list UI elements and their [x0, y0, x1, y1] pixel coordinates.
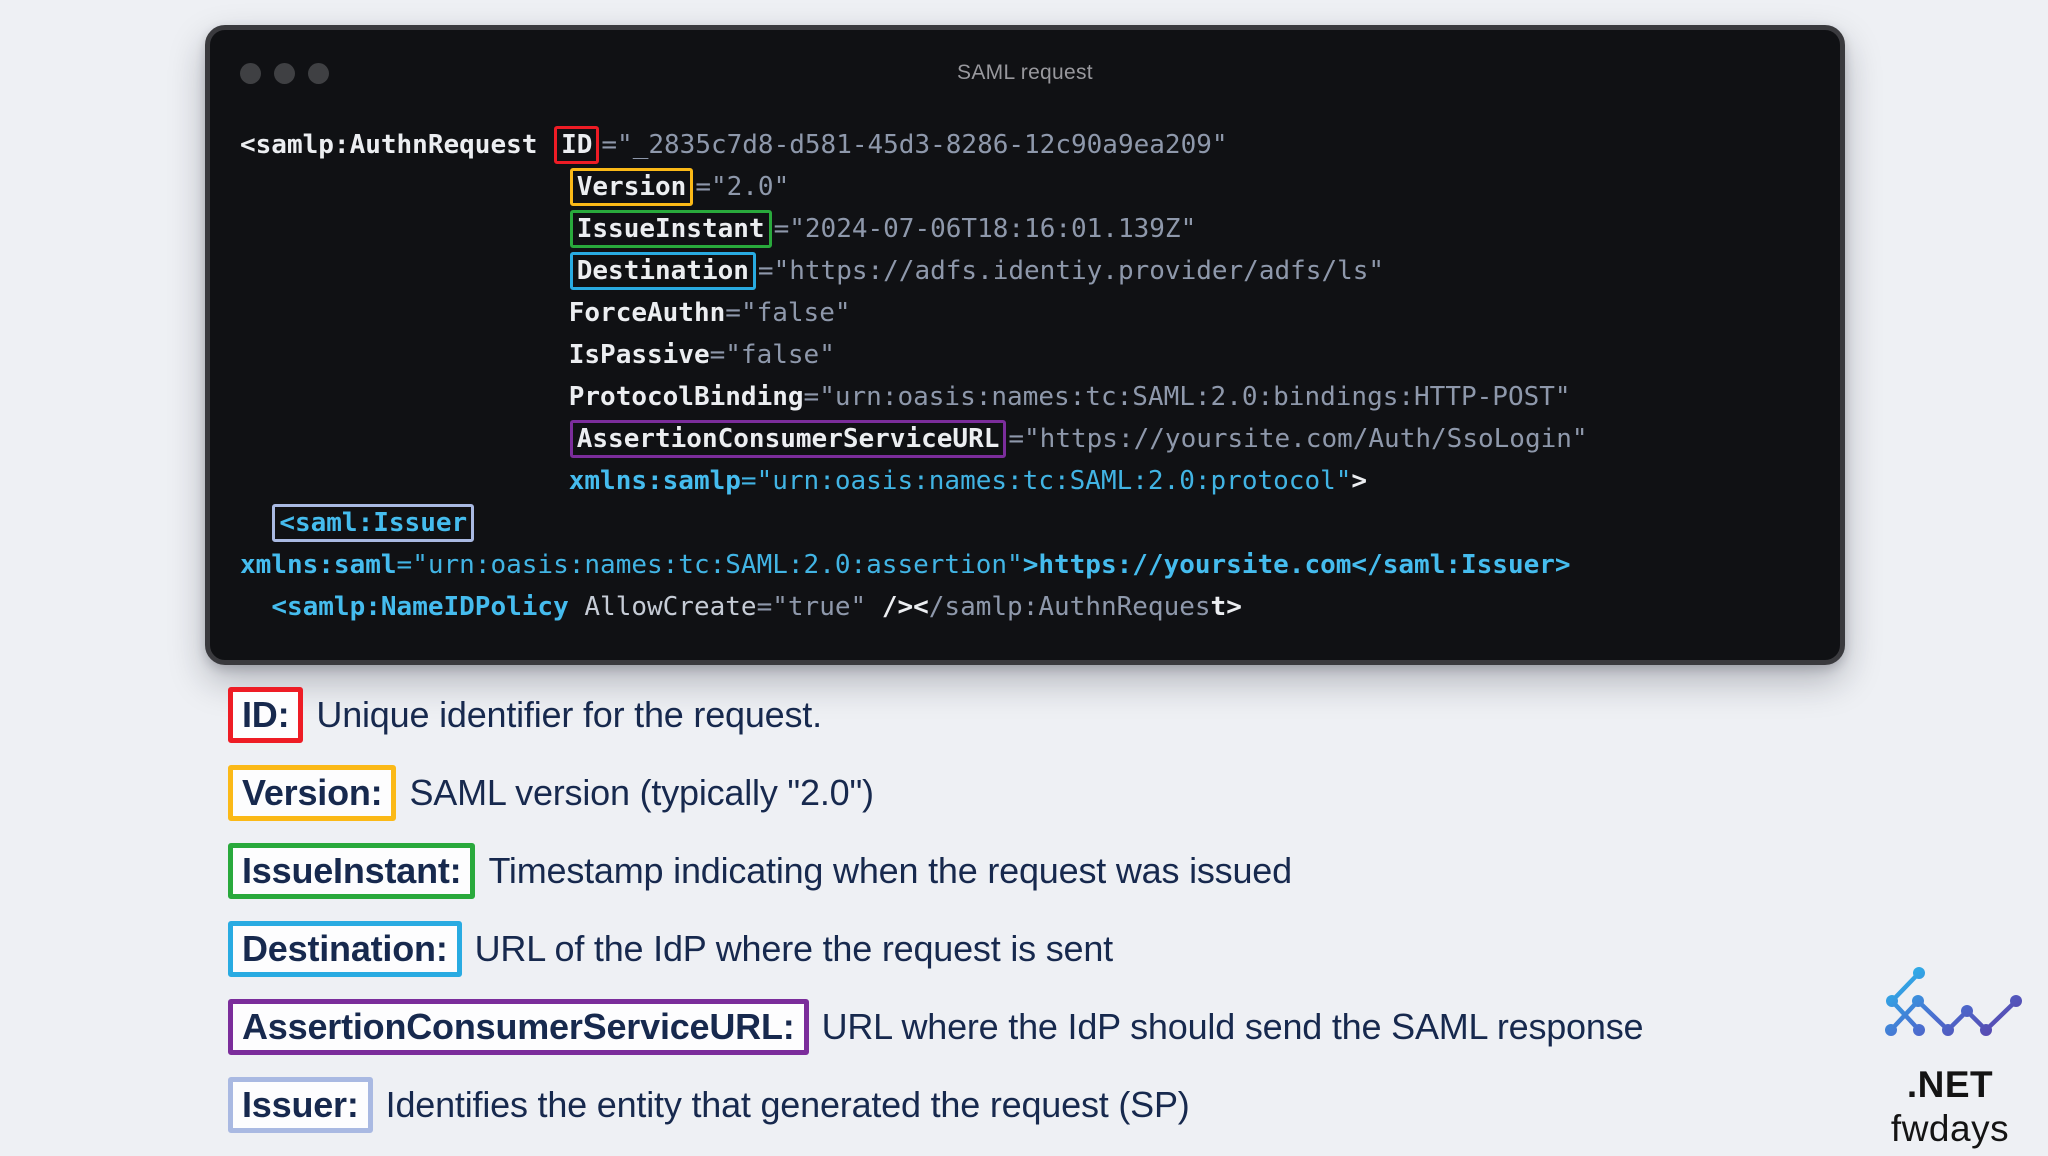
legend-row-5: Issuer: Identifies the entity that genera… — [228, 1077, 1643, 1133]
legend-text: Timestamp indicating when the request wa… — [488, 850, 1292, 891]
code-token: xmlns:saml — [240, 550, 397, 580]
code-token: ProtocolBinding — [568, 382, 804, 412]
code-line-8: xmlns:samlp="urn:oasis:names:tc:SAML:2.0… — [240, 460, 1840, 502]
code-token — [240, 256, 569, 286]
code-token: IsPassive — [568, 340, 710, 370]
code-token: https://yoursite.com — [1038, 550, 1352, 580]
code-token: t> — [1210, 592, 1242, 622]
legend-text: URL where the IdP should send the SAML r… — [821, 1006, 1644, 1047]
legend-text: Unique identifier for the request. — [316, 694, 822, 735]
code-token: "2024-07-06T18:16:01.139Z" — [789, 214, 1197, 244]
code-token — [240, 466, 569, 496]
code-token: ForceAuthn — [568, 298, 726, 328]
code-line-4: ForceAuthn="false" — [240, 292, 1840, 334]
window-zoom-button[interactable] — [308, 62, 329, 84]
code-token: "_2835c7d8-d581-45d3-8286-12c90a9ea209" — [617, 130, 1228, 160]
code-line-6: ProtocolBinding="urn:oasis:names:tc:SAML… — [240, 376, 1840, 418]
legend-row-0: ID: Unique identifier for the request. — [228, 687, 1643, 743]
code-line-2: IssueInstant="2024-07-06T18:16:01.139Z" — [240, 208, 1840, 250]
code-line-7: AssertionConsumerServiceURL="https://you… — [240, 418, 1840, 460]
code-token: = — [725, 298, 741, 328]
code-token — [240, 592, 271, 622]
legend-text: Identifies the entity that generated the… — [385, 1084, 1190, 1125]
code-token: > — [1351, 466, 1368, 496]
code-token — [240, 424, 569, 454]
code-keyword-green-boxed: IssueInstant — [569, 210, 772, 248]
legend-row-1: Version: SAML version (typically "2.0") — [228, 765, 1643, 821]
legend-key: ID: — [228, 687, 304, 743]
code-token — [569, 592, 585, 622]
legend-row-4: AssertionConsumerServiceURL: URL where th… — [228, 999, 1644, 1055]
code-token — [240, 340, 569, 370]
code-line-5: IsPassive="false" — [240, 334, 1840, 376]
code-token: = — [695, 172, 711, 202]
legend-key: Destination: — [228, 921, 462, 977]
code-token — [240, 172, 569, 202]
code-token: "urn:oasis:names:tc:SAML:2.0:bindings:HT… — [819, 382, 1571, 412]
code-token: = — [756, 592, 773, 622]
code-token: /> — [881, 592, 914, 622]
code-token: <samlp:NameIDPolicy — [271, 592, 569, 622]
code-keyword-purple-boxed: AssertionConsumerServiceURL — [569, 420, 1007, 458]
code-token: xmlns:samlp — [568, 466, 741, 496]
legend-row-2: IssueInstant: Timestamp indicating when t… — [228, 843, 1643, 899]
code-token: <samlp:AuthnRequest — [240, 130, 554, 160]
code-token: "false" — [740, 298, 851, 328]
code-token: "2.0" — [710, 172, 790, 202]
code-token: "https://adfs.identiy.provider/adfs/ls" — [773, 256, 1385, 286]
code-token: < — [913, 592, 929, 622]
saml-request-code: <samlp:AuthnRequest ID="_2835c7d8-d581-4… — [210, 116, 1840, 628]
code-line-0: <samlp:AuthnRequest ID="_2835c7d8-d581-4… — [240, 124, 1840, 166]
code-line-11: <samlp:NameIDPolicy AllowCreate="true" /… — [240, 586, 1840, 628]
legend-key: IssueInstant: — [228, 843, 476, 899]
code-keyword-red-boxed: ID — [554, 126, 600, 164]
code-token: = — [740, 466, 757, 496]
code-token — [240, 382, 569, 412]
code-token — [240, 214, 569, 244]
traffic-lights — [240, 30, 329, 116]
code-keyword-lavender-boxed: <saml:Issuer — [272, 504, 475, 542]
code-token: = — [757, 256, 774, 286]
code-token: "https://yoursite.com/Auth/SsoLogin" — [1024, 424, 1588, 454]
dotnet-logo-text: .NET — [1906, 1064, 1994, 1105]
code-token: = — [1008, 424, 1025, 454]
legend: ID: Unique identifier for the request. Ver… — [228, 687, 1644, 1156]
code-token: > — [1022, 550, 1039, 580]
fwdays-logo-text: fwdays — [1890, 1108, 2010, 1149]
code-token: = — [803, 382, 820, 412]
code-token: AllowCreate — [584, 592, 757, 622]
code-token: = — [773, 214, 790, 244]
legend-key: Version: — [228, 765, 397, 821]
code-token: "urn:oasis:names:tc:SAML:2.0:assertion" — [412, 550, 1023, 580]
code-token: </saml:Issuer> — [1351, 550, 1571, 580]
window-titlebar: SAML request — [210, 30, 1840, 116]
code-token: "urn:oasis:names:tc:SAML:2.0:protocol" — [756, 466, 1352, 496]
code-keyword-yellow-boxed: Version — [569, 168, 694, 206]
window-close-button[interactable] — [240, 62, 261, 84]
legend-key: Issuer: — [228, 1077, 373, 1133]
code-token: /samlp:AuthnReques — [928, 592, 1211, 622]
code-token: "true" — [772, 592, 867, 622]
code-keyword-blue-boxed: Destination — [569, 252, 756, 290]
terminal-window: SAML request <samlp:AuthnRequest ID="_28… — [205, 25, 1845, 665]
code-line-10: xmlns:saml="urn:oasis:names:tc:SAML:2.0:… — [240, 544, 1840, 586]
code-token — [240, 298, 569, 328]
code-token — [866, 592, 882, 622]
fwdays-zigzag-icon — [1885, 967, 2022, 1036]
window-title: SAML request — [957, 61, 1093, 84]
fwdays-logo: .NET fwdays — [1862, 958, 2038, 1150]
code-token — [240, 508, 271, 538]
code-token: = — [709, 340, 726, 370]
code-token: = — [601, 130, 618, 160]
code-line-9: <saml:Issuer — [240, 502, 1840, 544]
legend-key: AssertionConsumerServiceURL: — [228, 999, 809, 1055]
window-minimize-button[interactable] — [274, 62, 295, 84]
legend-text: SAML version (typically "2.0") — [409, 772, 874, 813]
legend-row-3: Destination: URL of the IdP where the req… — [228, 921, 1643, 977]
code-token: "false" — [725, 340, 835, 370]
legend-text: URL of the IdP where the request is sent — [474, 928, 1114, 969]
code-line-3: Destination="https://adfs.identiy.provid… — [240, 250, 1840, 292]
code-token: = — [396, 550, 413, 580]
code-line-1: Version="2.0" — [240, 166, 1840, 208]
